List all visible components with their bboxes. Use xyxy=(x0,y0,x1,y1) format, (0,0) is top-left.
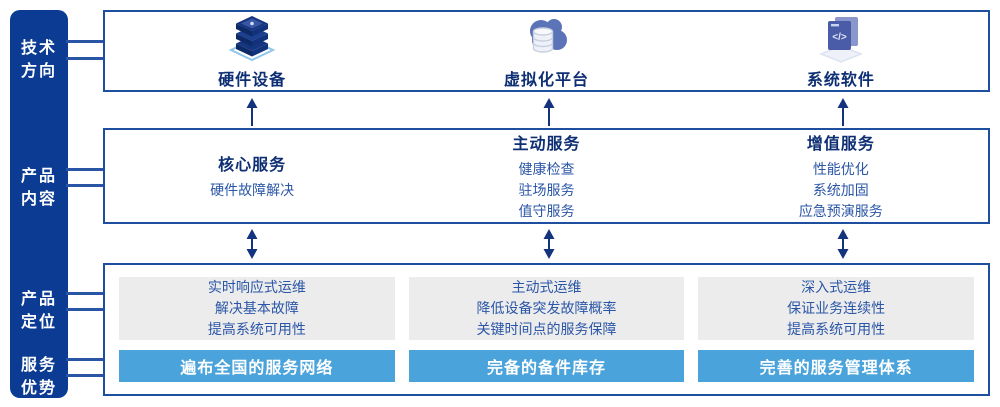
advantage-bar: 完备的备件库存 xyxy=(408,350,685,382)
positioning-line: 解决基本故障 xyxy=(214,300,299,316)
svg-text:</>: </> xyxy=(832,32,847,43)
sidebar-label-line: 优势 xyxy=(20,380,57,397)
arrow-up-icon xyxy=(543,98,555,126)
product-content-box: 核心服务 硬件故障解决 主动服务 健康检查 驻场服务 值守服务 增值服务 性能优… xyxy=(103,128,990,224)
service-item: 性能优化 xyxy=(812,161,869,177)
connector-line xyxy=(66,358,104,361)
server-stack-icon xyxy=(228,16,276,62)
service-item: 值守服务 xyxy=(518,203,575,219)
service-column-value-added: 增值服务 性能优化 系统加固 应急预演服务 xyxy=(694,130,988,222)
tech-item-hardware: 硬件设备 xyxy=(105,12,399,90)
positioning-panel: 实时响应式运维 解决基本故障 提高系统可用性 xyxy=(119,277,395,340)
sidebar-label-line: 定位 xyxy=(20,314,57,331)
tech-item-label: 虚拟化平台 xyxy=(503,72,589,89)
connector-line xyxy=(66,184,104,187)
sidebar-label-product-positioning: 产品 定位 xyxy=(10,288,68,334)
service-title: 增值服务 xyxy=(806,136,875,153)
advantage-bar: 遍布全国的服务网络 xyxy=(119,350,395,382)
sidebar: 技术 方向 产品 内容 产品 定位 服务 优势 xyxy=(10,10,68,398)
bottom-column-realtime: 实时响应式运维 解决基本故障 提高系统可用性 遍布全国的服务网络 xyxy=(119,277,395,382)
arrow-double-icon xyxy=(246,229,258,259)
connector-line xyxy=(66,40,104,43)
cloud-database-icon xyxy=(530,19,568,53)
positioning-line: 深入式运维 xyxy=(801,279,872,295)
code-window-icon: </> xyxy=(818,17,863,63)
service-column-core: 核心服务 硬件故障解决 xyxy=(105,130,399,222)
advantage-bar: 完善的服务管理体系 xyxy=(698,350,975,382)
service-item: 健康检查 xyxy=(518,161,575,177)
sidebar-label-line: 产品 xyxy=(20,168,57,185)
positioning-panel: 主动式运维 降低设备突发故障概率 关键时间点的服务保障 xyxy=(408,277,685,340)
connector-line xyxy=(66,308,104,311)
positioning-line: 提高系统可用性 xyxy=(787,321,886,337)
positioning-line: 保证业务连续性 xyxy=(787,300,886,316)
positioning-line: 关键时间点的服务保障 xyxy=(476,321,617,337)
tech-item-virtualization: 虚拟化平台 xyxy=(399,12,693,90)
sidebar-label-line: 服务 xyxy=(20,357,57,374)
sidebar-label-line: 技术 xyxy=(20,40,57,57)
tech-item-system-software: </> 系统软件 xyxy=(694,12,988,90)
service-item: 硬件故障解决 xyxy=(210,182,295,198)
arrow-double-icon xyxy=(837,229,849,259)
service-title: 主动服务 xyxy=(512,136,581,153)
positioning-advantage-box: 实时响应式运维 解决基本故障 提高系统可用性 遍布全国的服务网络 主动式运维 降… xyxy=(103,263,990,396)
tech-item-label: 硬件设备 xyxy=(218,72,287,89)
service-item: 驻场服务 xyxy=(518,182,575,198)
tech-item-label: 系统软件 xyxy=(806,72,875,89)
bottom-column-indepth: 深入式运维 保证业务连续性 提高系统可用性 完善的服务管理体系 xyxy=(698,277,975,382)
sidebar-label-line: 内容 xyxy=(20,191,57,208)
connector-line xyxy=(66,168,104,171)
connector-line xyxy=(66,374,104,377)
connector-line xyxy=(66,292,104,295)
arrow-up-icon xyxy=(837,98,849,126)
positioning-line: 实时响应式运维 xyxy=(207,279,306,295)
positioning-line: 主动式运维 xyxy=(511,279,582,295)
connector-line xyxy=(66,57,104,60)
service-item: 应急预演服务 xyxy=(798,203,883,219)
service-item: 系统加固 xyxy=(812,182,869,198)
sidebar-label-tech-direction: 技术 方向 xyxy=(10,37,68,83)
service-column-proactive: 主动服务 健康检查 驻场服务 值守服务 xyxy=(399,130,693,222)
arrow-double-icon xyxy=(543,229,555,259)
sidebar-label-line: 方向 xyxy=(20,63,57,80)
service-title: 核心服务 xyxy=(218,157,287,174)
tech-direction-box: 硬件设备 虚拟化平台 xyxy=(103,10,990,92)
positioning-line: 提高系统可用性 xyxy=(207,321,306,337)
positioning-panel: 深入式运维 保证业务连续性 提高系统可用性 xyxy=(698,277,975,340)
sidebar-label-service-advantage: 服务 优势 xyxy=(10,354,68,400)
arrow-up-icon xyxy=(246,98,258,126)
sidebar-label-line: 产品 xyxy=(20,291,57,308)
bottom-column-proactive: 主动式运维 降低设备突发故障概率 关键时间点的服务保障 完备的备件库存 xyxy=(408,277,685,382)
sidebar-label-product-content: 产品 内容 xyxy=(10,165,68,211)
positioning-line: 降低设备突发故障概率 xyxy=(476,300,617,316)
